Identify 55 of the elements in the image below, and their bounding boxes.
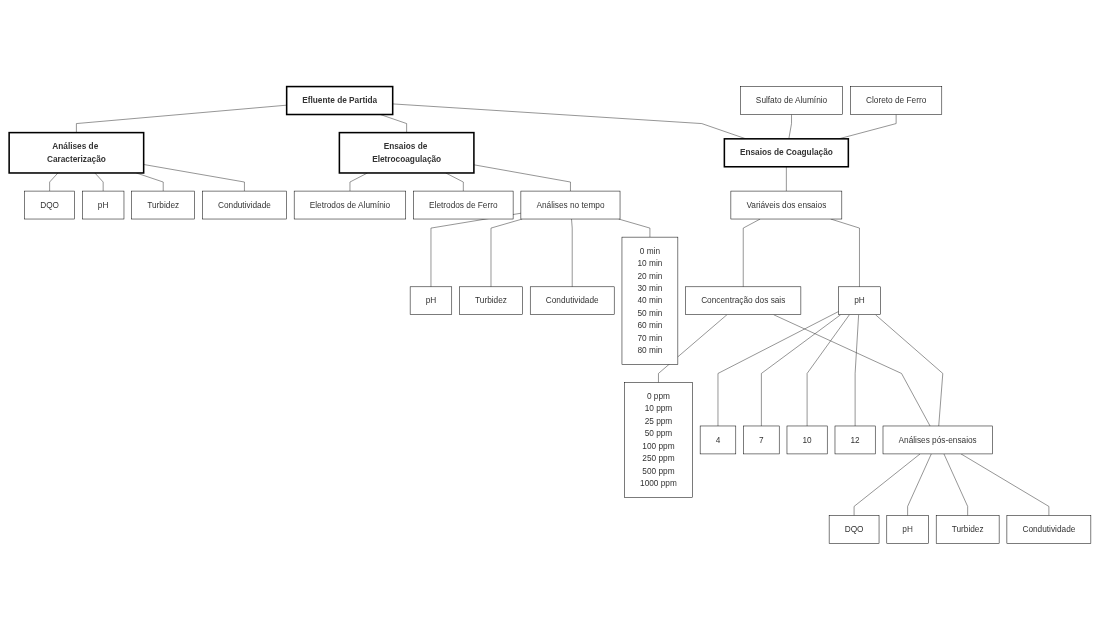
node-box: Cloreto de Ferro bbox=[850, 86, 943, 115]
connector bbox=[143, 164, 245, 192]
node-box: Efluente de Partida bbox=[285, 85, 394, 116]
node-box: Análises de Caracterização bbox=[8, 131, 145, 174]
connector bbox=[853, 453, 921, 516]
connector bbox=[618, 218, 651, 238]
connector bbox=[445, 172, 464, 192]
connector bbox=[490, 218, 523, 288]
node-box: DQO bbox=[24, 190, 75, 220]
connector bbox=[658, 314, 728, 383]
node-box: Condutividade bbox=[202, 190, 287, 220]
connector bbox=[806, 314, 850, 427]
node-box: pH bbox=[838, 286, 881, 315]
connector bbox=[473, 164, 571, 192]
node-box: DQO bbox=[828, 515, 880, 544]
connector bbox=[786, 166, 787, 192]
node-box: Condutividade bbox=[529, 286, 615, 315]
connector bbox=[761, 314, 841, 427]
node-box: Concentração dos sais bbox=[685, 286, 802, 315]
connector bbox=[136, 172, 164, 192]
node-box: pH bbox=[886, 515, 929, 544]
connector bbox=[875, 314, 944, 427]
connector bbox=[717, 311, 839, 427]
node-box: Eletrodos de Alumínio bbox=[293, 190, 406, 220]
node-box: 4 bbox=[699, 425, 737, 455]
node-box: Análises no tempo bbox=[520, 190, 621, 220]
node-box: Ensaios de Eletrocoagulação bbox=[338, 131, 475, 174]
node-box: Análises pós-ensaios bbox=[882, 425, 993, 455]
node-box: 0 ppm 10 ppm 25 ppm 50 ppm 100 ppm 250 ppm 500 ppm 1000 ppm bbox=[624, 382, 693, 498]
node-box: 10 bbox=[786, 425, 828, 455]
node-box: Turbidez bbox=[935, 515, 1000, 544]
connector bbox=[788, 114, 792, 140]
node-box: 0 min 10 min 20 min 30 min 40 min 50 min 60 min 70 min 80 min bbox=[621, 236, 679, 365]
connector bbox=[773, 314, 931, 427]
connector bbox=[907, 453, 932, 516]
connector bbox=[349, 172, 368, 192]
node-box: 12 bbox=[834, 425, 876, 455]
node-box: Sulfato de Alumínio bbox=[740, 86, 843, 115]
connector bbox=[943, 453, 968, 516]
node-box: pH bbox=[82, 190, 125, 220]
node-box: Ensaios de Coagulação bbox=[723, 138, 850, 168]
node-box: Variáveis dos ensaios bbox=[730, 190, 843, 220]
connector bbox=[49, 172, 59, 192]
node-box: pH bbox=[409, 286, 453, 315]
connector bbox=[380, 114, 407, 133]
node-box: Eletrodos de Ferro bbox=[413, 190, 514, 220]
connector bbox=[960, 453, 1050, 516]
node-box: Turbidez bbox=[131, 190, 195, 220]
connector bbox=[76, 104, 287, 133]
connector bbox=[94, 172, 104, 192]
connector bbox=[854, 314, 859, 427]
node-box: Condutividade bbox=[1006, 515, 1092, 544]
node-box: 7 bbox=[743, 425, 780, 455]
node-box: Turbidez bbox=[459, 286, 523, 315]
connector bbox=[571, 218, 573, 288]
